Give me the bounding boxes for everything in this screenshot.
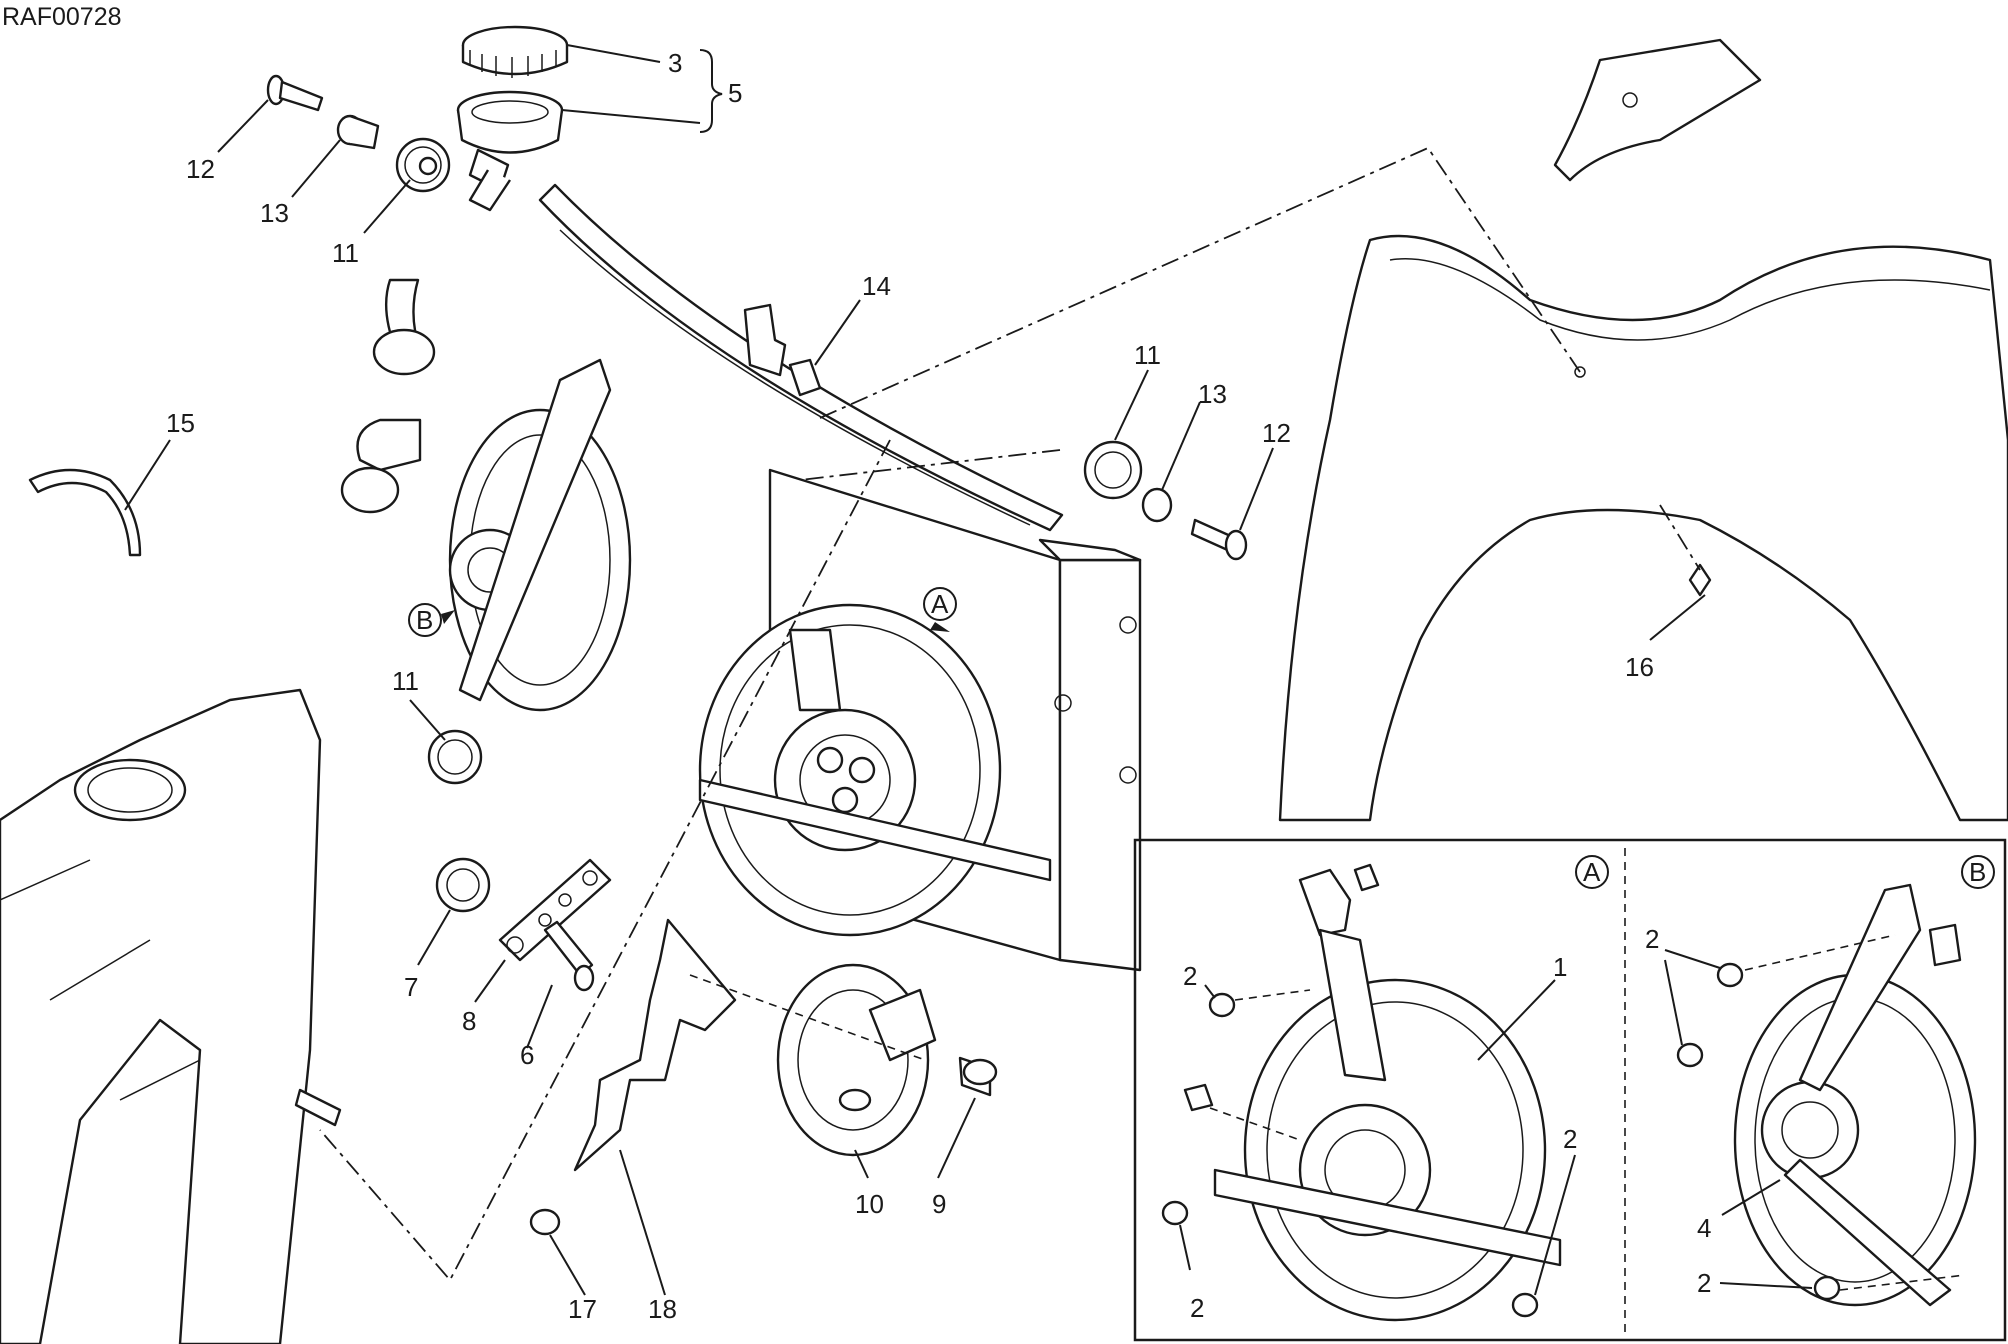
assembly-lines (319, 146, 1701, 1282)
grommet-11-right (1083, 440, 1143, 500)
inset-b: B 2 4 2 (1645, 855, 1995, 1307)
bolt-12-top-left (266, 74, 324, 112)
callout-8: 8 (462, 1006, 476, 1036)
inset-b-callout-4: 4 (1697, 1213, 1711, 1243)
callout-12-right: 12 (1262, 418, 1291, 448)
horn-10 (776, 963, 937, 1157)
inset-a: A 2 1 2 2 (1161, 855, 1609, 1323)
spacer-13-top-left (336, 114, 380, 150)
callout-5: 5 (728, 78, 742, 108)
detail-marker-b: B (408, 603, 455, 637)
callout-17: 17 (568, 1294, 597, 1324)
inset-a-callout-2-right: 2 (1563, 1124, 1577, 1154)
motorcycle-frame (0, 688, 342, 1344)
main-cooling-fan (698, 603, 1052, 937)
bolt-12-right (1190, 518, 1248, 561)
callout-7: 7 (404, 972, 418, 1002)
grommet-7 (435, 857, 491, 913)
inset-a-marker: A (1583, 857, 1601, 887)
inset-b-callout-2-top: 2 (1645, 924, 1659, 954)
callout-13-top: 13 (260, 198, 289, 228)
drawing-code: RAF00728 (2, 3, 122, 31)
radiator-top-bracket (538, 183, 1064, 532)
speed-nut-14 (788, 358, 822, 397)
bolt-9 (958, 1056, 998, 1097)
callout-18: 18 (648, 1294, 677, 1324)
spacer-13-right (1141, 487, 1173, 523)
grommet-11-lower-left (427, 729, 483, 785)
detail-inset: A 2 1 2 2 B (1133, 838, 2007, 1342)
inset-a-callout-2-bottom: 2 (1190, 1293, 1204, 1323)
cable-tie-15 (28, 468, 142, 557)
callout-14: 14 (862, 271, 891, 301)
radiator-hoses (340, 278, 436, 514)
svg-text:B: B (416, 605, 433, 635)
leader-lines (124, 44, 1706, 1296)
left-fan-shroud (448, 358, 632, 712)
callout-13-right: 13 (1198, 379, 1227, 409)
callout-6: 6 (520, 1040, 534, 1070)
callout-15: 15 (166, 408, 195, 438)
radiator-assembly-drawing (0, 25, 2008, 1344)
brace-3-5 (699, 49, 723, 133)
callout-11-right: 11 (1134, 340, 1161, 370)
detail-marker-a: A (923, 587, 957, 632)
inset-a-callout-2-top: 2 (1183, 961, 1197, 991)
plate-8 (498, 858, 612, 962)
filler-cap (461, 25, 569, 78)
callout-3: 3 (668, 48, 682, 78)
inset-b-callout-2-bottom: 2 (1697, 1268, 1711, 1298)
callout-16: 16 (1625, 652, 1654, 682)
svg-text:A: A (931, 589, 949, 619)
pin-6 (543, 920, 595, 992)
screw-17 (529, 1208, 561, 1236)
inset-a-callout-1: 1 (1553, 952, 1567, 982)
callout-9: 9 (932, 1189, 946, 1219)
inset-b-marker: B (1969, 857, 1986, 887)
front-fairing (1278, 38, 2008, 822)
grommet-11-top-left (395, 137, 451, 193)
callout-12-top: 12 (186, 154, 215, 184)
callout-11-top: 11 (332, 238, 359, 268)
callout-11-lower: 11 (392, 666, 419, 696)
callouts: 3 5 12 13 11 14 15 11 13 12 11 7 8 6 16 … (166, 48, 1654, 1324)
upper-side-bracket (743, 303, 787, 377)
callout-10: 10 (855, 1189, 884, 1219)
horn-bracket-18 (573, 918, 737, 1172)
